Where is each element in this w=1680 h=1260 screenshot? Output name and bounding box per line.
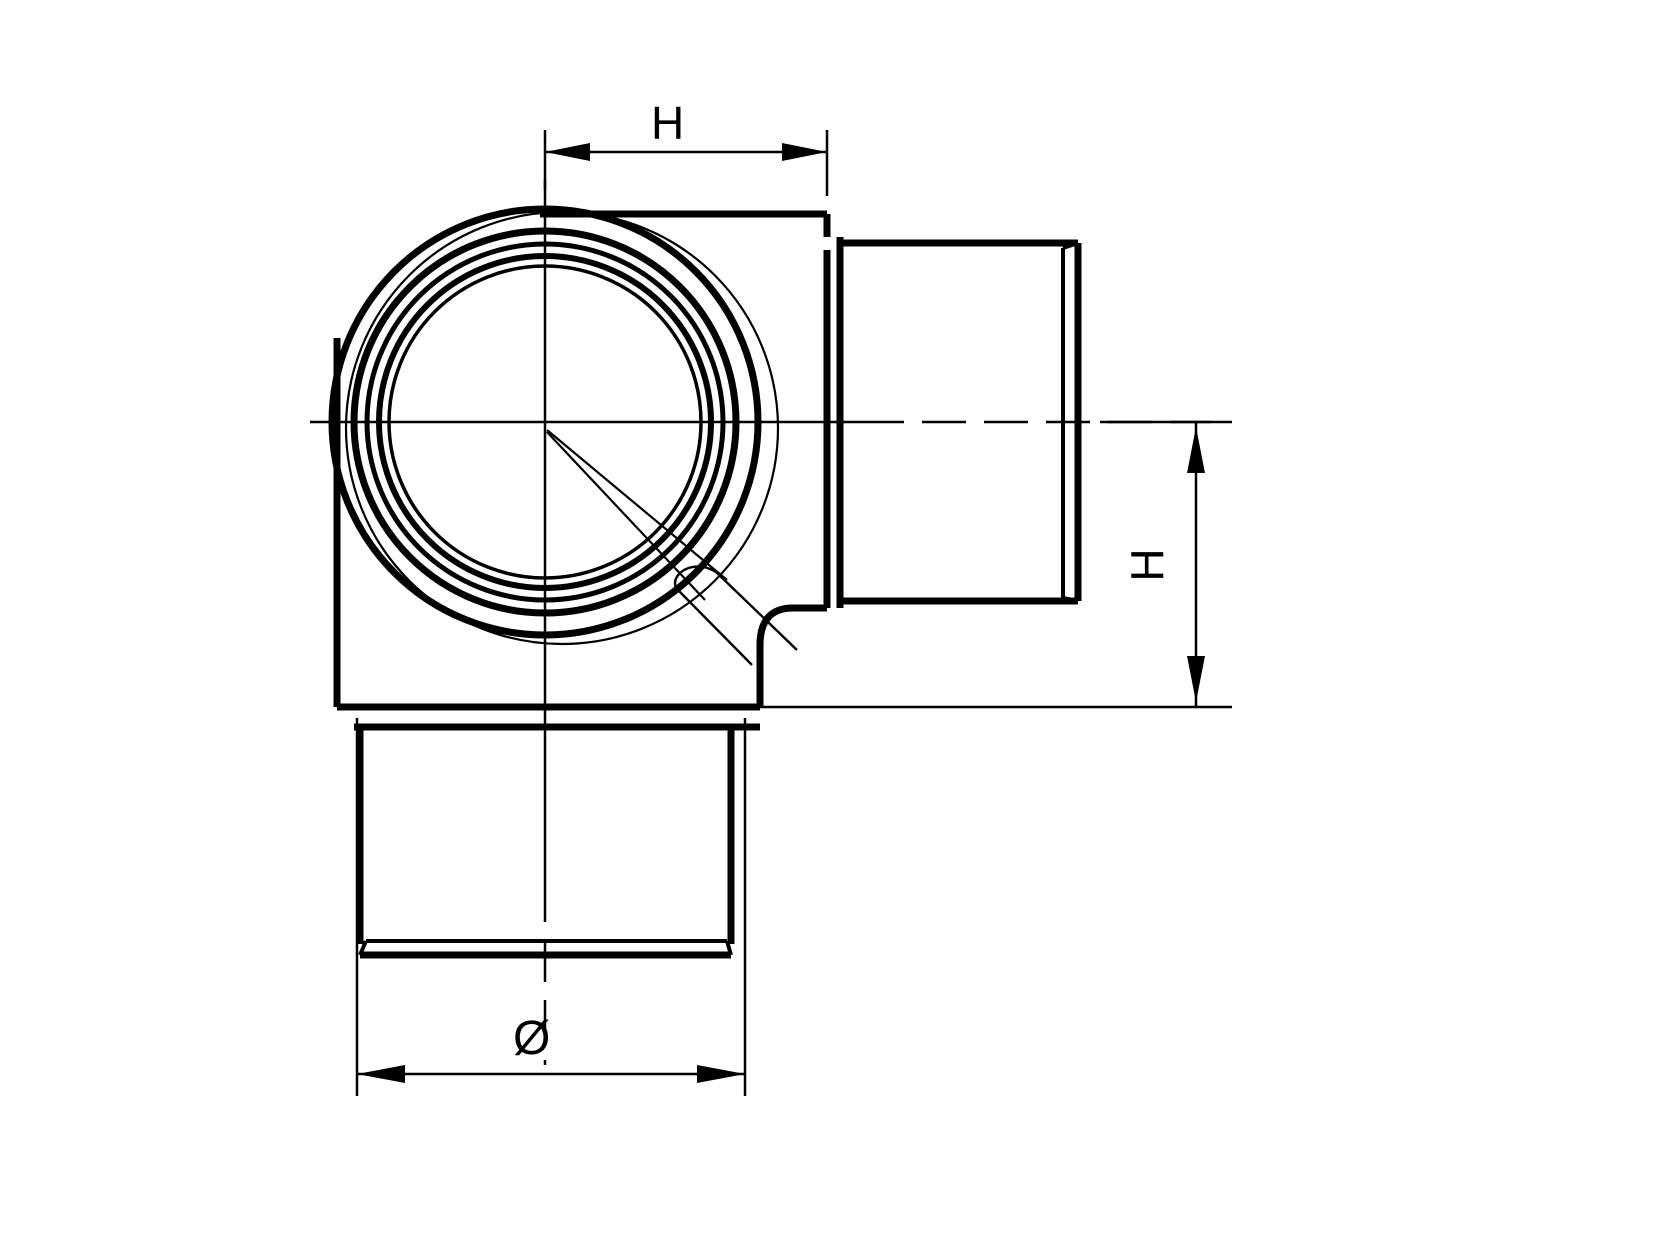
projection-outline-circle: [344, 210, 780, 646]
fillet-root-arc: [673, 569, 685, 589]
fillet-rib-bottom-edge: [675, 587, 753, 666]
radius-leader-lower: [546, 431, 706, 601]
socket-circles-group: [328, 205, 762, 639]
horizontal-arm-chamfer-bottom: [1062, 596, 1079, 603]
dimension-h-right-group: [760, 420, 1232, 709]
horizontal-arm-group: [836, 237, 1082, 608]
socket-mid-circle: [364, 241, 726, 603]
bore-circle: [387, 264, 703, 580]
dimension-label-h-vertical: H: [1121, 548, 1174, 582]
radius-leader-upper: [546, 429, 728, 581]
diameter-arrow-left: [357, 1065, 405, 1083]
h-right-arrow-bottom: [1187, 656, 1205, 702]
h-top-arrow-left: [545, 143, 590, 161]
radius-leader-group: [546, 429, 728, 601]
dimension-label-h-horizontal: H: [651, 97, 685, 149]
h-top-arrow-right: [782, 143, 827, 161]
dimension-label-diameter: Ø: [513, 1012, 551, 1065]
socket-inner-circle: [376, 253, 714, 591]
dimension-h-top-group: [543, 130, 829, 196]
diameter-arrow-right: [697, 1065, 745, 1083]
vertical-arm-group: [354, 723, 760, 959]
vertical-arm-chamfer-right: [725, 940, 733, 956]
fillet-transition-group: [673, 565, 798, 666]
vertical-arm-chamfer-left: [358, 940, 368, 956]
horizontal-arm-chamfer-top: [1062, 241, 1079, 250]
h-right-arrow-top: [1187, 427, 1205, 473]
fillet-rib-top-edge: [683, 565, 798, 651]
outer-body-circle: [328, 205, 762, 639]
corner-fillet-thick: [756, 604, 827, 707]
socket-outer-circle: [350, 227, 740, 617]
dimension-diameter-group: [355, 718, 747, 1096]
